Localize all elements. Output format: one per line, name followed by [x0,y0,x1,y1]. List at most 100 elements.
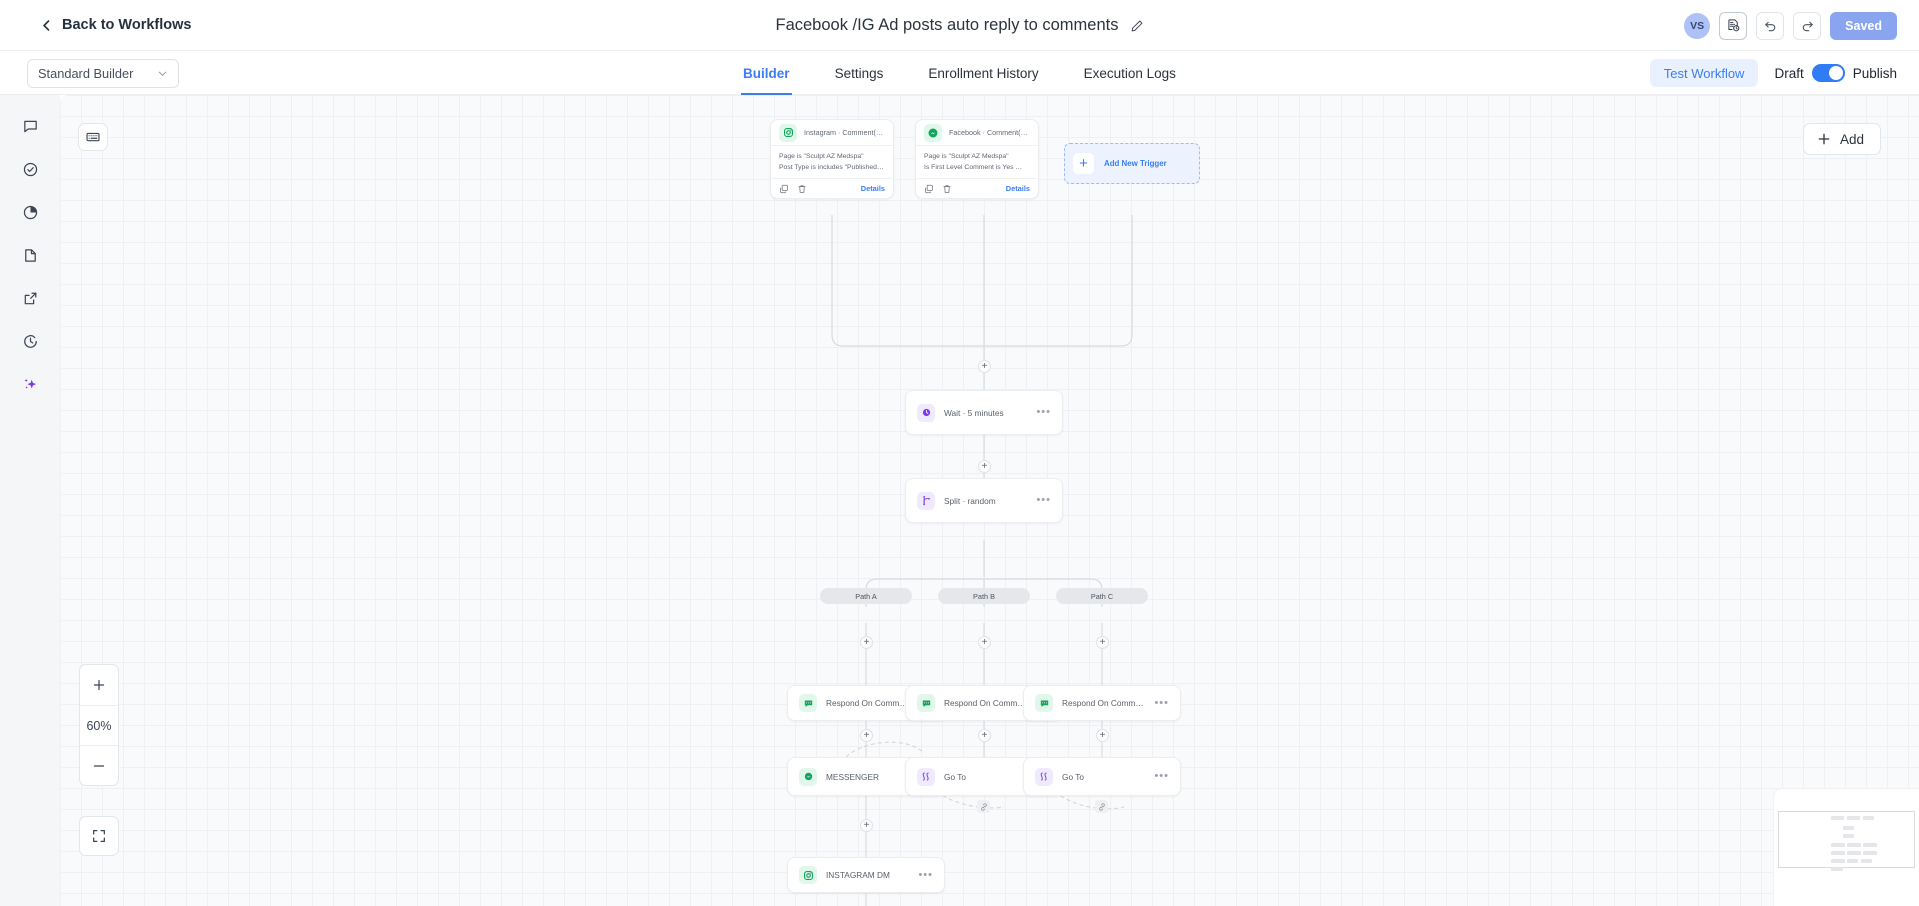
publish-toggle-group: Draft Publish [1774,64,1897,82]
flow-node-split[interactable]: Split · random ••• [905,478,1063,523]
trash-icon[interactable] [797,184,807,194]
test-workflow-button[interactable]: Test Workflow [1649,59,1759,87]
add-step-button[interactable]: + [860,636,873,649]
tab-execution-logs[interactable]: Execution Logs [1083,65,1176,81]
sidebar-item-ai-assistant[interactable] [13,369,47,399]
sidebar-item-tasks[interactable] [13,154,47,184]
document-icon [24,248,36,262]
node-row: Wait · 5 minutes ••• [906,391,1062,434]
path-chip-label: Path C [1090,591,1114,601]
flow-node-respond-c[interactable]: Respond On Comment ••• [1023,685,1181,721]
keyboard-icon [86,132,100,142]
pencil-icon[interactable] [1130,19,1144,33]
flow-node-goto-c[interactable]: Go To ••• [1023,757,1181,796]
trigger-more-count[interactable]: + 1 more [1021,163,1030,171]
add-step-button[interactable]: + [860,729,873,742]
publish-toggle[interactable] [1811,64,1845,82]
trigger-card-title: Facebook · Comment(s) On A... [949,128,1030,137]
avatar[interactable]: VS [1684,12,1711,39]
check-circle-icon [23,162,37,176]
sidebar-item-history[interactable] [13,326,47,356]
node-menu-button[interactable]: ••• [918,868,933,881]
zoom-out-button[interactable] [80,745,118,785]
plus-icon [1818,133,1830,145]
add-step-button[interactable]: + [1096,636,1109,649]
trigger-card-instagram[interactable]: Instagram · Comment(s) On A... Page is "… [770,119,894,200]
goto-link-chip[interactable] [977,800,990,813]
draft-label: Draft [1774,65,1804,81]
node-menu-button[interactable]: ••• [1154,696,1169,709]
goto-icon [1035,767,1053,786]
redo-arrow-icon [1802,21,1813,32]
trigger-card-header: Facebook · Comment(s) On A... [916,120,1038,146]
goto-icon [917,767,935,786]
comment-reply-icon [917,694,935,712]
node-menu-button[interactable]: ••• [1154,770,1169,783]
plus-icon [93,679,105,691]
undo-button[interactable] [1756,11,1785,40]
add-step-button[interactable]: + [978,460,991,473]
goto-link-chip[interactable] [1095,800,1108,813]
document-clock-icon [1728,19,1739,32]
trash-icon[interactable] [942,184,952,194]
minimap-viewport[interactable] [1778,811,1915,871]
pie-chart-icon [23,205,37,219]
node-menu-button[interactable]: ••• [1036,494,1051,507]
trigger-details-link[interactable]: Details [860,184,885,194]
redo-button[interactable] [1793,11,1822,40]
sidebar-item-conversations[interactable] [13,111,47,141]
add-new-trigger-button[interactable]: + Add New Trigger [1064,143,1200,184]
notes-button[interactable] [1719,11,1748,40]
path-chip-c[interactable]: Path C [1056,588,1148,604]
add-step-button[interactable]: + [978,360,991,373]
tab-bar: Builder Settings Enrollment History Exec… [0,51,1919,95]
builder-mode-value: Standard Builder [38,66,134,81]
workflow-canvas[interactable]: Add Instagram · Comment(s) On A... Page … [60,95,1919,906]
trigger-details-link[interactable]: Details [1005,184,1030,194]
save-button[interactable]: Saved [1830,11,1897,40]
top-bar-actions: VS Saved [1684,0,1897,51]
node-label: Respond On Comment [826,698,910,708]
zoom-in-button[interactable] [80,665,118,705]
keyboard-shortcuts-button[interactable] [78,123,108,151]
top-bar: Back to Workflows Facebook /IG Ad posts … [0,0,1919,51]
node-menu-button[interactable]: ••• [1036,406,1051,419]
builder-mode-select[interactable]: Standard Builder [27,59,179,88]
copy-icon[interactable] [924,184,934,194]
tab-builder[interactable]: Builder [741,51,792,95]
trigger-card-facebook[interactable]: Facebook · Comment(s) On A... Page is "S… [915,119,1039,200]
sub-bar-actions: Test Workflow Draft Publish [1649,51,1897,95]
flow-node-instagram-dm[interactable]: INSTAGRAM DM ••• [787,857,945,893]
zoom-controls: 60% [79,664,119,786]
page-title: Facebook /IG Ad posts auto reply to comm… [775,16,1119,34]
add-button[interactable]: Add [1802,123,1881,155]
comment-reply-icon [1035,694,1053,712]
sidebar-item-documents[interactable] [13,240,47,270]
node-row: Split · random ••• [906,479,1062,522]
add-step-button[interactable]: + [1096,729,1109,742]
flow-node-wait[interactable]: Wait · 5 minutes ••• [905,390,1063,435]
back-to-workflows-label: Back to Workflows [62,17,192,33]
trigger-card-footer: Details [771,178,893,198]
sparkle-ai-icon [24,378,36,389]
external-link-icon [24,292,36,304]
copy-icon[interactable] [779,184,789,194]
minus-icon [93,764,105,767]
trigger-card-footer: Details [916,178,1038,198]
sidebar-item-open-external[interactable] [13,283,47,313]
sidebar-item-reporting[interactable] [13,197,47,227]
tab-enrollment-history[interactable]: Enrollment History [928,65,1039,81]
link-icon [1098,802,1105,811]
fit-to-screen-button[interactable] [79,816,119,856]
add-step-button[interactable]: + [978,729,991,742]
sub-bar: Standard Builder Builder Settings Enroll… [0,51,1919,95]
tab-settings[interactable]: Settings [834,65,884,81]
zoom-level-display[interactable]: 60% [80,705,118,745]
add-step-button[interactable]: + [978,636,991,649]
path-chip-b[interactable]: Path B [938,588,1030,604]
path-chip-a[interactable]: Path A [820,588,912,604]
minimap[interactable] [1774,789,1919,906]
back-to-workflows-button[interactable]: Back to Workflows [40,17,191,33]
add-new-trigger-label: Add New Trigger [1104,159,1167,168]
add-step-button[interactable]: + [860,819,873,832]
